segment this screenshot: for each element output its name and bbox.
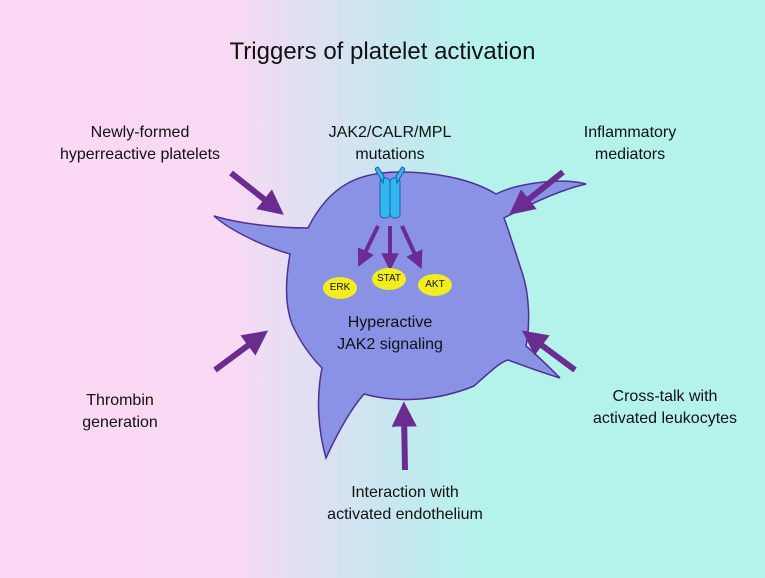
signaling-label-line2: JAK2 signaling xyxy=(337,336,443,353)
erk-ellipse xyxy=(323,277,357,299)
label-inflammatory: Inflammatory mediators xyxy=(550,122,710,166)
arrow-crosstalk xyxy=(521,330,577,373)
molecule-akt-label: AKT xyxy=(425,279,445,290)
signal-arrow-akt xyxy=(400,225,423,270)
arrow-thrombin xyxy=(213,330,269,373)
label-inflammatory-line1: Inflammatory xyxy=(583,124,677,141)
receptor-icon xyxy=(374,166,406,219)
label-newly-formed-line2: hyperreactive platelets xyxy=(59,146,221,163)
label-newly-formed-line1: Newly-formed xyxy=(90,124,190,141)
label-thrombin-line2: generation xyxy=(82,414,158,431)
label-inflammatory-line2: mediators xyxy=(594,146,666,163)
label-endothelium-line1: Interaction with xyxy=(351,484,459,501)
label-thrombin-line1: Thrombin xyxy=(86,392,154,409)
platelet-body xyxy=(213,171,587,461)
label-endothelium: Interaction with activated endothelium xyxy=(300,482,510,526)
stat-ellipse xyxy=(372,268,406,290)
signaling-label: Hyperactive JAK2 signaling xyxy=(310,312,470,356)
arrow-inflammatory xyxy=(509,169,565,215)
signal-arrow-erk xyxy=(357,225,380,267)
label-thrombin: Thrombin generation xyxy=(50,390,190,434)
label-mutations-line1: JAK2/CALR/MPL xyxy=(328,124,452,141)
label-mutations-line2: mutations xyxy=(355,146,425,163)
molecule-stat-label: STAT xyxy=(376,273,402,284)
molecule-erk-label: ERK xyxy=(329,282,351,293)
label-mutations: JAK2/CALR/MPL mutations xyxy=(290,122,490,166)
diagram-title: Triggers of platelet activation xyxy=(229,38,536,65)
signaling-label-line1: Hyperactive xyxy=(347,314,433,331)
akt-ellipse xyxy=(418,274,452,296)
label-newly-formed: Newly-formed hyperreactive platelets xyxy=(40,122,240,166)
arrow-newly-formed xyxy=(229,170,284,215)
arrow-endothelium xyxy=(391,401,417,471)
label-crosstalk: Cross-talk with activated leukocytes xyxy=(570,386,760,430)
label-crosstalk-line2: activated leukocytes xyxy=(592,410,738,427)
label-crosstalk-line1: Cross-talk with xyxy=(612,388,718,405)
label-endothelium-line2: activated endothelium xyxy=(327,506,483,523)
